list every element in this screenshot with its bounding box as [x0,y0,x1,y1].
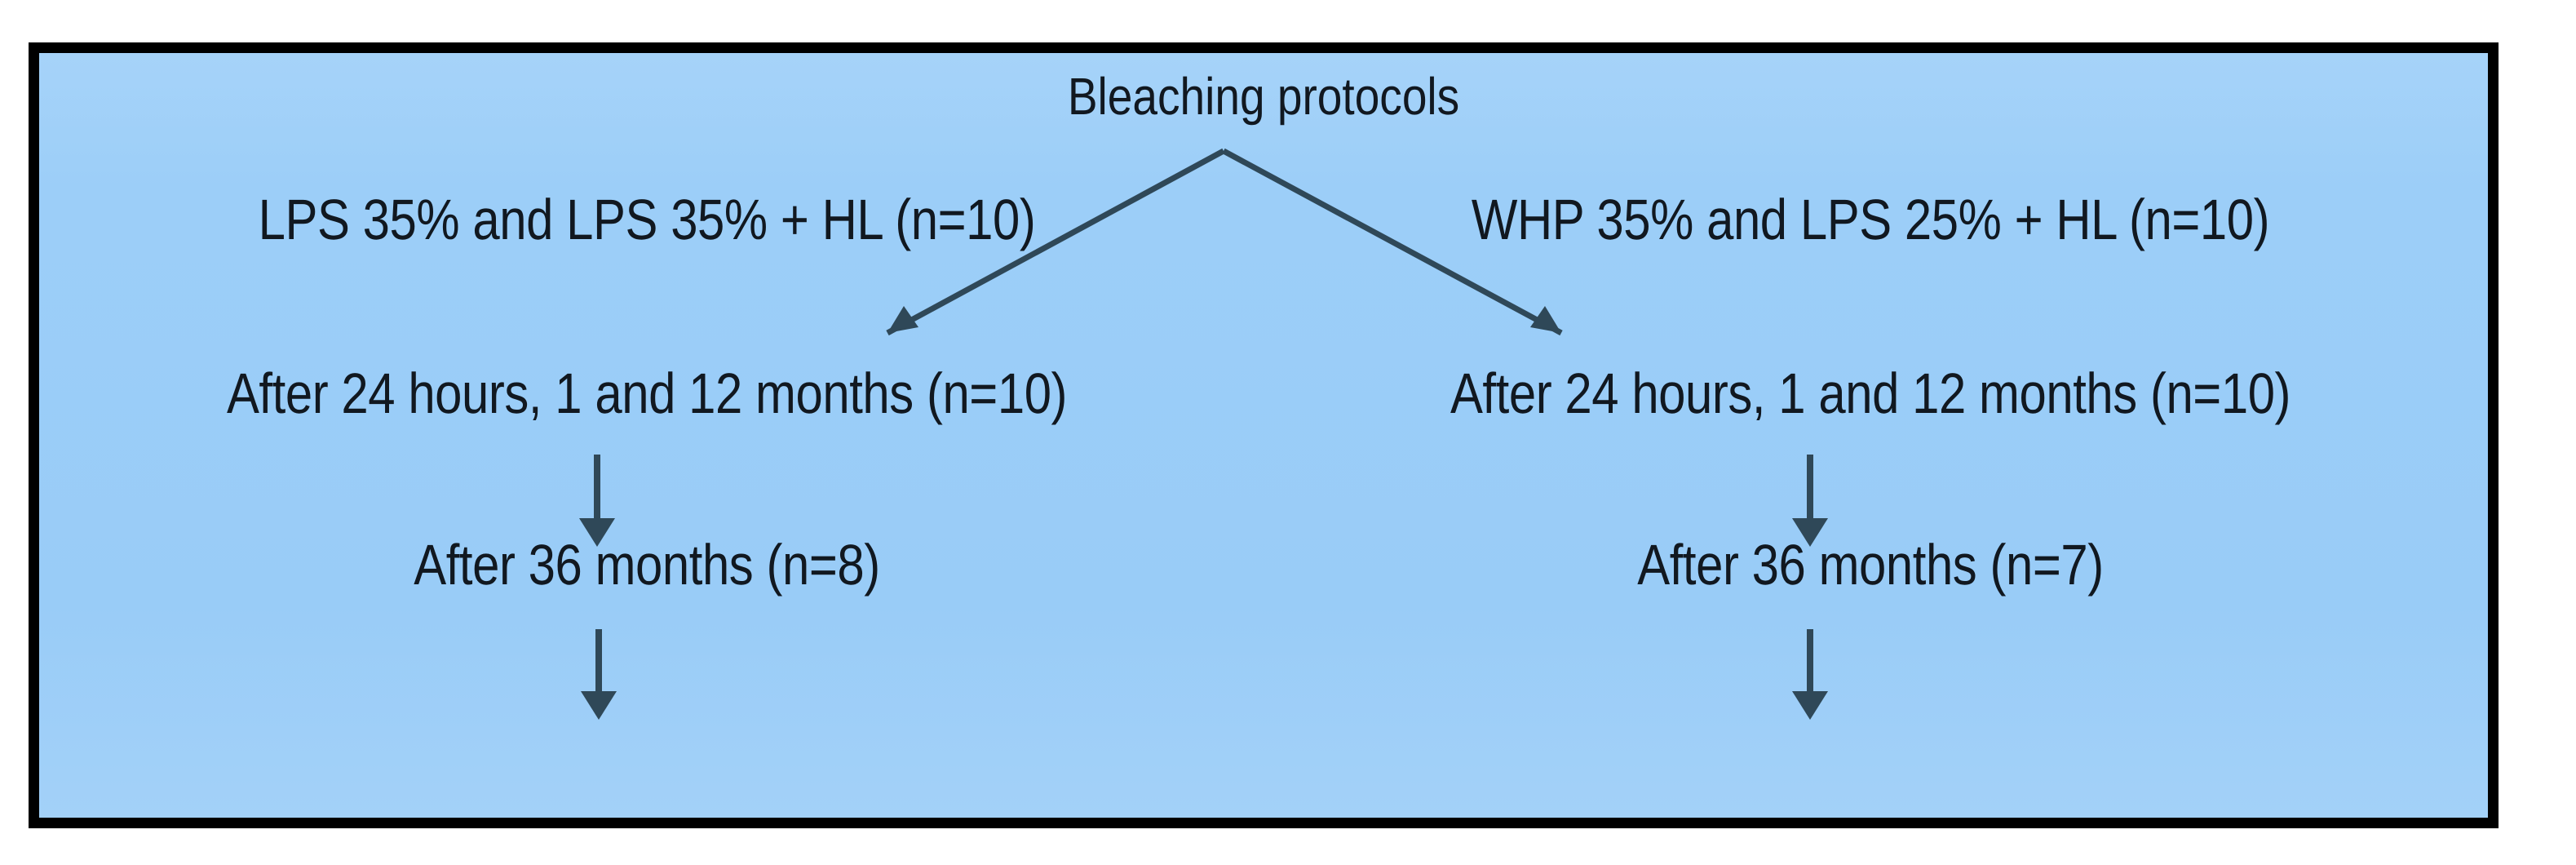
right-down-arrow-2-icon [1792,629,1828,720]
left-branch-step-1: LPS 35% and LPS 35% + HL (n=10) [258,188,1036,251]
right-branch-step-1: WHP 35% and LPS 25% + HL (n=10) [1471,188,2270,251]
flowchart-panel: Bleaching protocols [29,42,2499,828]
left-branch-step-2: After 24 hours, 1 and 12 months (n=10) [226,362,1068,425]
flowchart-root-node-title: Bleaching protocols [1067,67,1460,126]
arrow-layer [579,148,1828,720]
flowchart-inner: Bleaching protocols [39,53,2488,818]
right-branch-step-3: After 36 months (n=7) [1637,533,2104,597]
left-branch-step-3: After 36 months (n=8) [414,533,880,597]
left-down-arrow-2-icon [581,629,617,720]
right-branch-step-2: After 24 hours, 1 and 12 months (n=10) [1450,362,2291,425]
